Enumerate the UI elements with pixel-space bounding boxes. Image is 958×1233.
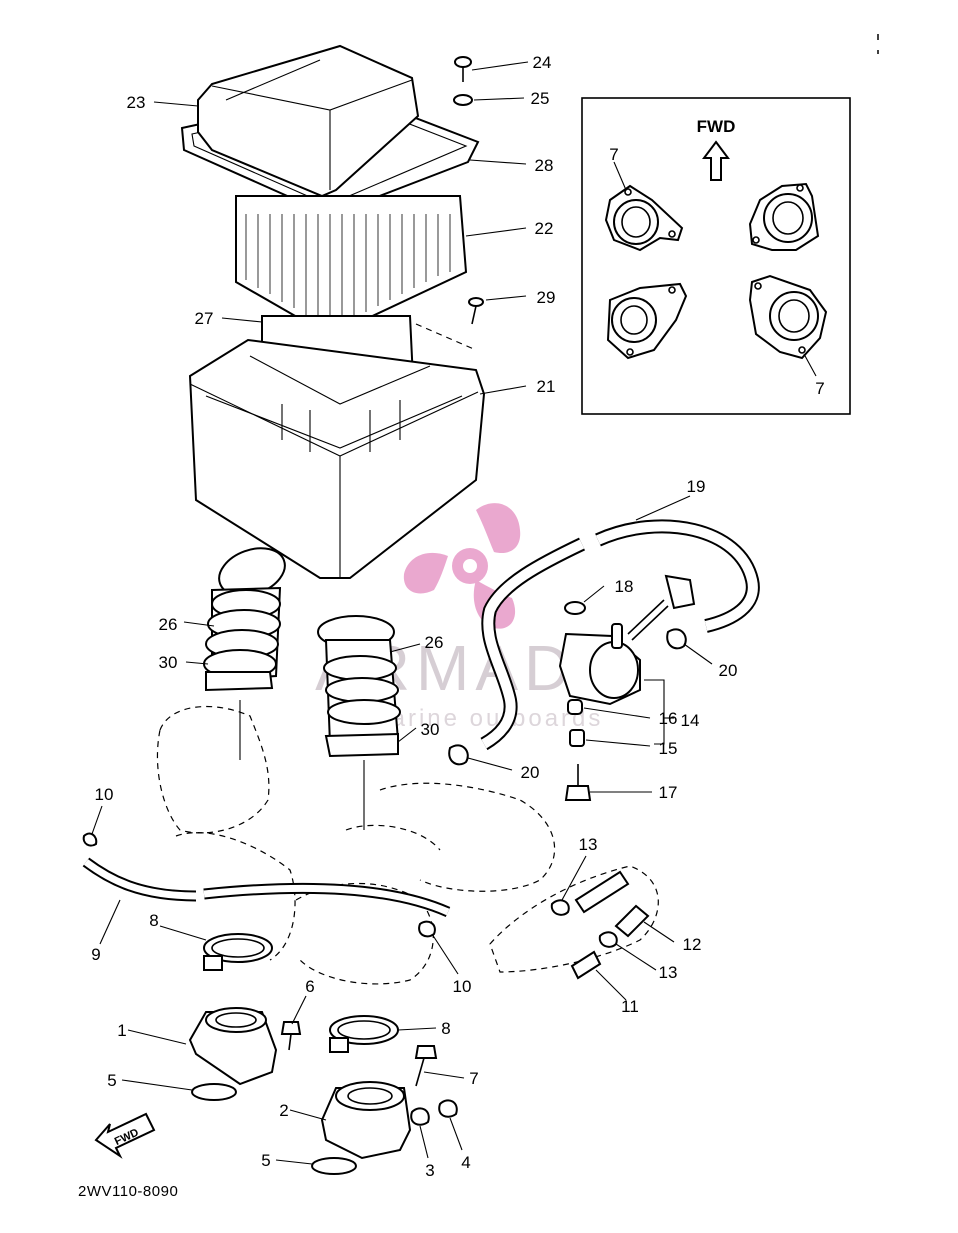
clamp-20-upper bbox=[666, 628, 687, 650]
leader-inset-7b bbox=[803, 353, 817, 377]
callout-6: 6 bbox=[305, 977, 314, 996]
callout-13-upper: 13 bbox=[579, 835, 598, 854]
callout-2: 2 bbox=[279, 1101, 288, 1120]
callout-24: 24 bbox=[533, 53, 552, 72]
callout-14: 14 bbox=[681, 711, 700, 730]
manifold-1 bbox=[188, 1007, 278, 1086]
callout-3: 3 bbox=[425, 1161, 434, 1180]
callout-7: 7 bbox=[469, 1069, 478, 1088]
callout-12: 12 bbox=[683, 935, 702, 954]
callout-15: 15 bbox=[659, 739, 678, 758]
callout-23: 23 bbox=[127, 93, 146, 112]
part-3 bbox=[410, 1107, 430, 1126]
manifold-2 bbox=[320, 1081, 412, 1160]
clamp-13-lower bbox=[598, 931, 618, 948]
fitting-10-right bbox=[418, 920, 436, 938]
inset-joint-bottom-right bbox=[748, 274, 828, 360]
washer-25 bbox=[453, 94, 473, 106]
clamp-8-upper bbox=[203, 933, 273, 971]
inset-fwd-label: FWD bbox=[697, 117, 736, 136]
part-12 bbox=[614, 904, 650, 938]
callout-5-lower: 5 bbox=[261, 1151, 270, 1170]
up-arrow-icon bbox=[702, 140, 730, 181]
part-18 bbox=[564, 601, 586, 615]
inset-joint-bottom-left bbox=[606, 282, 688, 360]
callout-30-right: 30 bbox=[421, 720, 440, 739]
callout-18: 18 bbox=[615, 577, 634, 596]
clamp-8-lower bbox=[329, 1015, 399, 1053]
callout-1: 1 bbox=[117, 1021, 126, 1040]
callout-4: 4 bbox=[461, 1153, 470, 1172]
air-filter-element bbox=[235, 195, 468, 338]
carburetor-outline bbox=[156, 700, 659, 985]
leader-inset-7a bbox=[613, 161, 627, 191]
leader-lines bbox=[91, 61, 713, 1165]
callout-26-left: 26 bbox=[159, 615, 178, 634]
joint-left bbox=[203, 547, 286, 692]
joint-right bbox=[317, 615, 401, 758]
callout-inset-7a: 7 bbox=[609, 145, 618, 164]
callout-27: 27 bbox=[195, 309, 214, 328]
hose-9 bbox=[82, 857, 451, 918]
callout-25: 25 bbox=[531, 89, 550, 108]
part-15 bbox=[569, 729, 585, 747]
part-16 bbox=[567, 699, 583, 715]
valve-connector bbox=[664, 574, 696, 610]
gasket-5-upper bbox=[191, 1083, 237, 1101]
callout-10-left: 10 bbox=[95, 785, 114, 804]
callouts: 23 24 25 28 22 29 27 21 19 18 20 16 14 1… bbox=[91, 53, 737, 1180]
screw-29 bbox=[468, 297, 484, 325]
inset-joint-top-right bbox=[748, 182, 820, 251]
inset-joint-top-left bbox=[604, 184, 684, 252]
callout-5-upper: 5 bbox=[107, 1071, 116, 1090]
callout-16: 16 bbox=[659, 709, 678, 728]
callout-20-upper: 20 bbox=[719, 661, 738, 680]
inset-panel: FWD bbox=[581, 97, 851, 415]
screw-24 bbox=[454, 56, 472, 82]
valve-assembly-14 bbox=[558, 574, 696, 747]
part-4 bbox=[438, 1099, 458, 1118]
callout-30-left: 30 bbox=[159, 653, 178, 672]
bolt-6 bbox=[280, 1021, 302, 1051]
small-parts-11-13 bbox=[550, 870, 650, 980]
callout-17: 17 bbox=[659, 783, 678, 802]
callout-29: 29 bbox=[537, 288, 556, 307]
part-11 bbox=[570, 950, 602, 980]
callout-20-lower: 20 bbox=[521, 763, 540, 782]
callout-11: 11 bbox=[621, 997, 639, 1016]
part-number: 2WV110-8090 bbox=[78, 1183, 178, 1200]
bolt-17 bbox=[564, 764, 592, 801]
callout-10-right: 10 bbox=[453, 977, 472, 996]
fitting-10-left bbox=[82, 832, 98, 847]
air-cleaner-assembly bbox=[180, 44, 486, 579]
clamp-13-upper bbox=[550, 899, 570, 916]
callout-26-right: 26 bbox=[425, 633, 444, 652]
filter-pleats bbox=[245, 214, 451, 328]
hose-piece bbox=[574, 870, 630, 914]
callout-8-lower: 8 bbox=[441, 1019, 450, 1038]
callout-inset-7b: 7 bbox=[815, 379, 824, 398]
bolt-7 bbox=[414, 1045, 438, 1087]
callout-21: 21 bbox=[537, 377, 556, 396]
callout-28: 28 bbox=[535, 156, 554, 175]
air-cleaner-cover bbox=[197, 44, 420, 198]
air-cleaner-case bbox=[188, 338, 486, 579]
gasket-5-lower bbox=[311, 1157, 357, 1175]
callout-19: 19 bbox=[687, 477, 706, 496]
callout-8-upper: 8 bbox=[149, 911, 158, 930]
fwd-direction-arrow: FWD bbox=[94, 1112, 156, 1159]
callout-9: 9 bbox=[91, 945, 100, 964]
callout-22: 22 bbox=[535, 219, 554, 238]
watermark-tagline: marine outboards bbox=[369, 705, 604, 732]
clamp-20-lower bbox=[448, 744, 469, 766]
callout-13-lower: 13 bbox=[659, 963, 678, 982]
hose-19 bbox=[480, 519, 760, 751]
